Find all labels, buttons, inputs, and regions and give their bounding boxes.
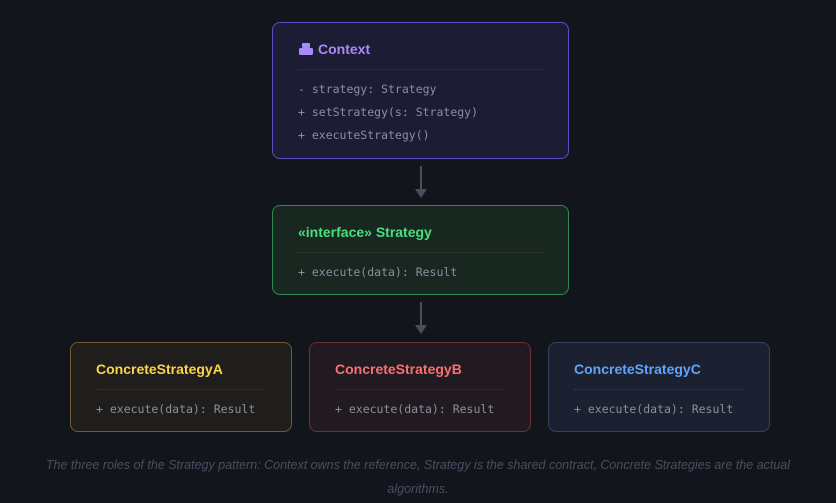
divider — [335, 389, 505, 390]
concrete-a-member: + execute(data): Result — [96, 402, 256, 416]
divider — [298, 69, 543, 70]
divider — [96, 389, 266, 390]
concrete-b-title: ConcreteStrategyB — [335, 361, 462, 377]
concrete-strategy-a-box: ConcreteStrategyA + execute(data): Resul… — [70, 342, 292, 432]
concrete-b-member: + execute(data): Result — [335, 402, 495, 416]
context-member: + executeStrategy() — [298, 128, 430, 142]
concrete-a-title: ConcreteStrategyA — [96, 361, 223, 377]
concrete-strategy-b-box: ConcreteStrategyB + execute(data): Resul… — [309, 342, 531, 432]
concrete-strategy-c-box: ConcreteStrategyC + execute(data): Resul… — [548, 342, 770, 432]
strategy-member: + execute(data): Result — [298, 265, 458, 279]
arrow-strategy-to-concrete — [415, 302, 427, 334]
context-title-text: Context — [318, 41, 371, 57]
divider — [298, 252, 543, 253]
context-title: Context — [298, 39, 543, 59]
printer-icon — [299, 43, 313, 55]
caption: The three roles of the Strategy pattern:… — [45, 458, 791, 496]
strategy-title: «interface» Strategy — [298, 224, 432, 240]
context-member: + setStrategy(s: Strategy) — [298, 105, 479, 119]
concrete-c-member: + execute(data): Result — [574, 402, 734, 416]
divider — [574, 389, 744, 390]
context-member: - strategy: Strategy — [298, 82, 437, 96]
arrow-context-to-strategy — [415, 166, 427, 198]
strategy-interface-box: «interface» Strategy + execute(data): Re… — [272, 205, 569, 295]
context-class-box: Context - strategy: Strategy + setStrate… — [272, 22, 569, 159]
concrete-c-title: ConcreteStrategyC — [574, 361, 701, 377]
